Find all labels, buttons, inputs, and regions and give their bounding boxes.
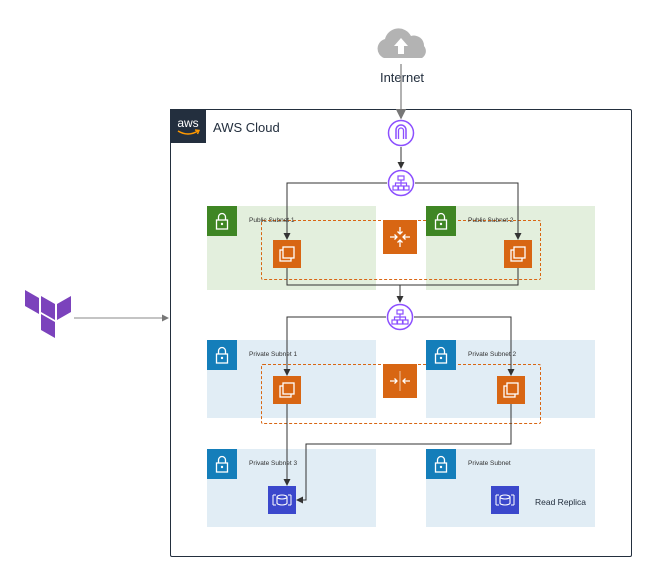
auto-scaling-icon xyxy=(383,364,417,398)
load-balancer-icon xyxy=(387,169,415,197)
private-subnet-3-label: Private Subnet 3 xyxy=(249,460,298,467)
private-subnet-1-label: Private Subnet 1 xyxy=(249,351,298,358)
internet-gateway-icon xyxy=(387,119,415,147)
internet-label: Internet xyxy=(379,70,425,85)
terraform-logo-icon xyxy=(24,290,74,346)
rds-database-icon xyxy=(268,486,296,514)
lock-icon xyxy=(207,206,237,236)
ec2-instance-icon xyxy=(497,376,525,404)
aws-cloud-title: AWS Cloud xyxy=(213,120,280,135)
aws-logo-text: aws xyxy=(177,116,198,130)
cloud-upload-icon xyxy=(370,24,432,64)
lock-icon xyxy=(207,449,237,479)
auto-scaling-icon xyxy=(383,220,417,254)
ec2-instance-icon xyxy=(273,376,301,404)
rds-database-icon xyxy=(491,486,519,514)
public-subnet-1-label: Public Subnet 1 xyxy=(249,217,295,224)
ec2-instance-icon xyxy=(273,240,301,268)
lock-icon xyxy=(207,340,237,370)
read-replica-label: Read Replica xyxy=(535,497,587,507)
load-balancer-icon xyxy=(386,303,414,331)
aws-logo-icon: aws xyxy=(170,109,206,143)
ec2-instance-icon xyxy=(504,240,532,268)
